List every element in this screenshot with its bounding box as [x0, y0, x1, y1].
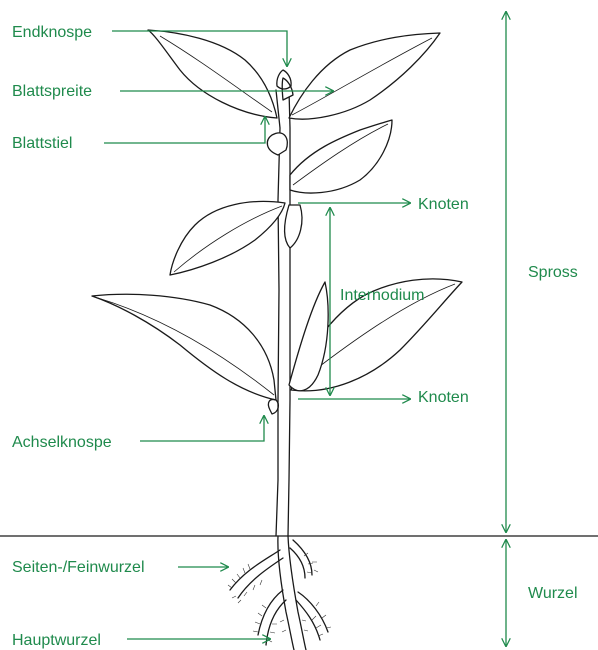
label-hauptwurzel: Hauptwurzel [12, 632, 101, 649]
label-blattstiel: Blattstiel [12, 135, 72, 152]
leaf-left-small [285, 205, 302, 248]
label-knoten-top: Knoten [418, 196, 469, 213]
root-system [228, 536, 331, 650]
leaf-mid-left-upper [267, 133, 287, 155]
label-endknospe: Endknospe [12, 24, 92, 41]
label-blattspreite: Blattspreite [12, 83, 92, 100]
label-spross: Spross [528, 264, 578, 281]
plant-drawing [92, 30, 462, 650]
leaf-lower-left [92, 294, 276, 400]
leaf-mid-right-upper [290, 120, 392, 193]
stem [276, 90, 280, 536]
label-knoten-bottom: Knoten [418, 389, 469, 406]
side-root-left-2 [258, 590, 283, 635]
axillary-bud [268, 399, 278, 414]
leaf-left-large [170, 201, 285, 275]
label-achselknospe: Achselknospe [12, 434, 112, 451]
label-internodium: Internodium [340, 287, 425, 304]
label-wurzel: Wurzel [528, 585, 578, 602]
leaf-top-left [148, 30, 277, 118]
side-root-left [230, 550, 280, 590]
label-seitenwurzel: Seiten-/Feinwurzel [12, 559, 145, 576]
